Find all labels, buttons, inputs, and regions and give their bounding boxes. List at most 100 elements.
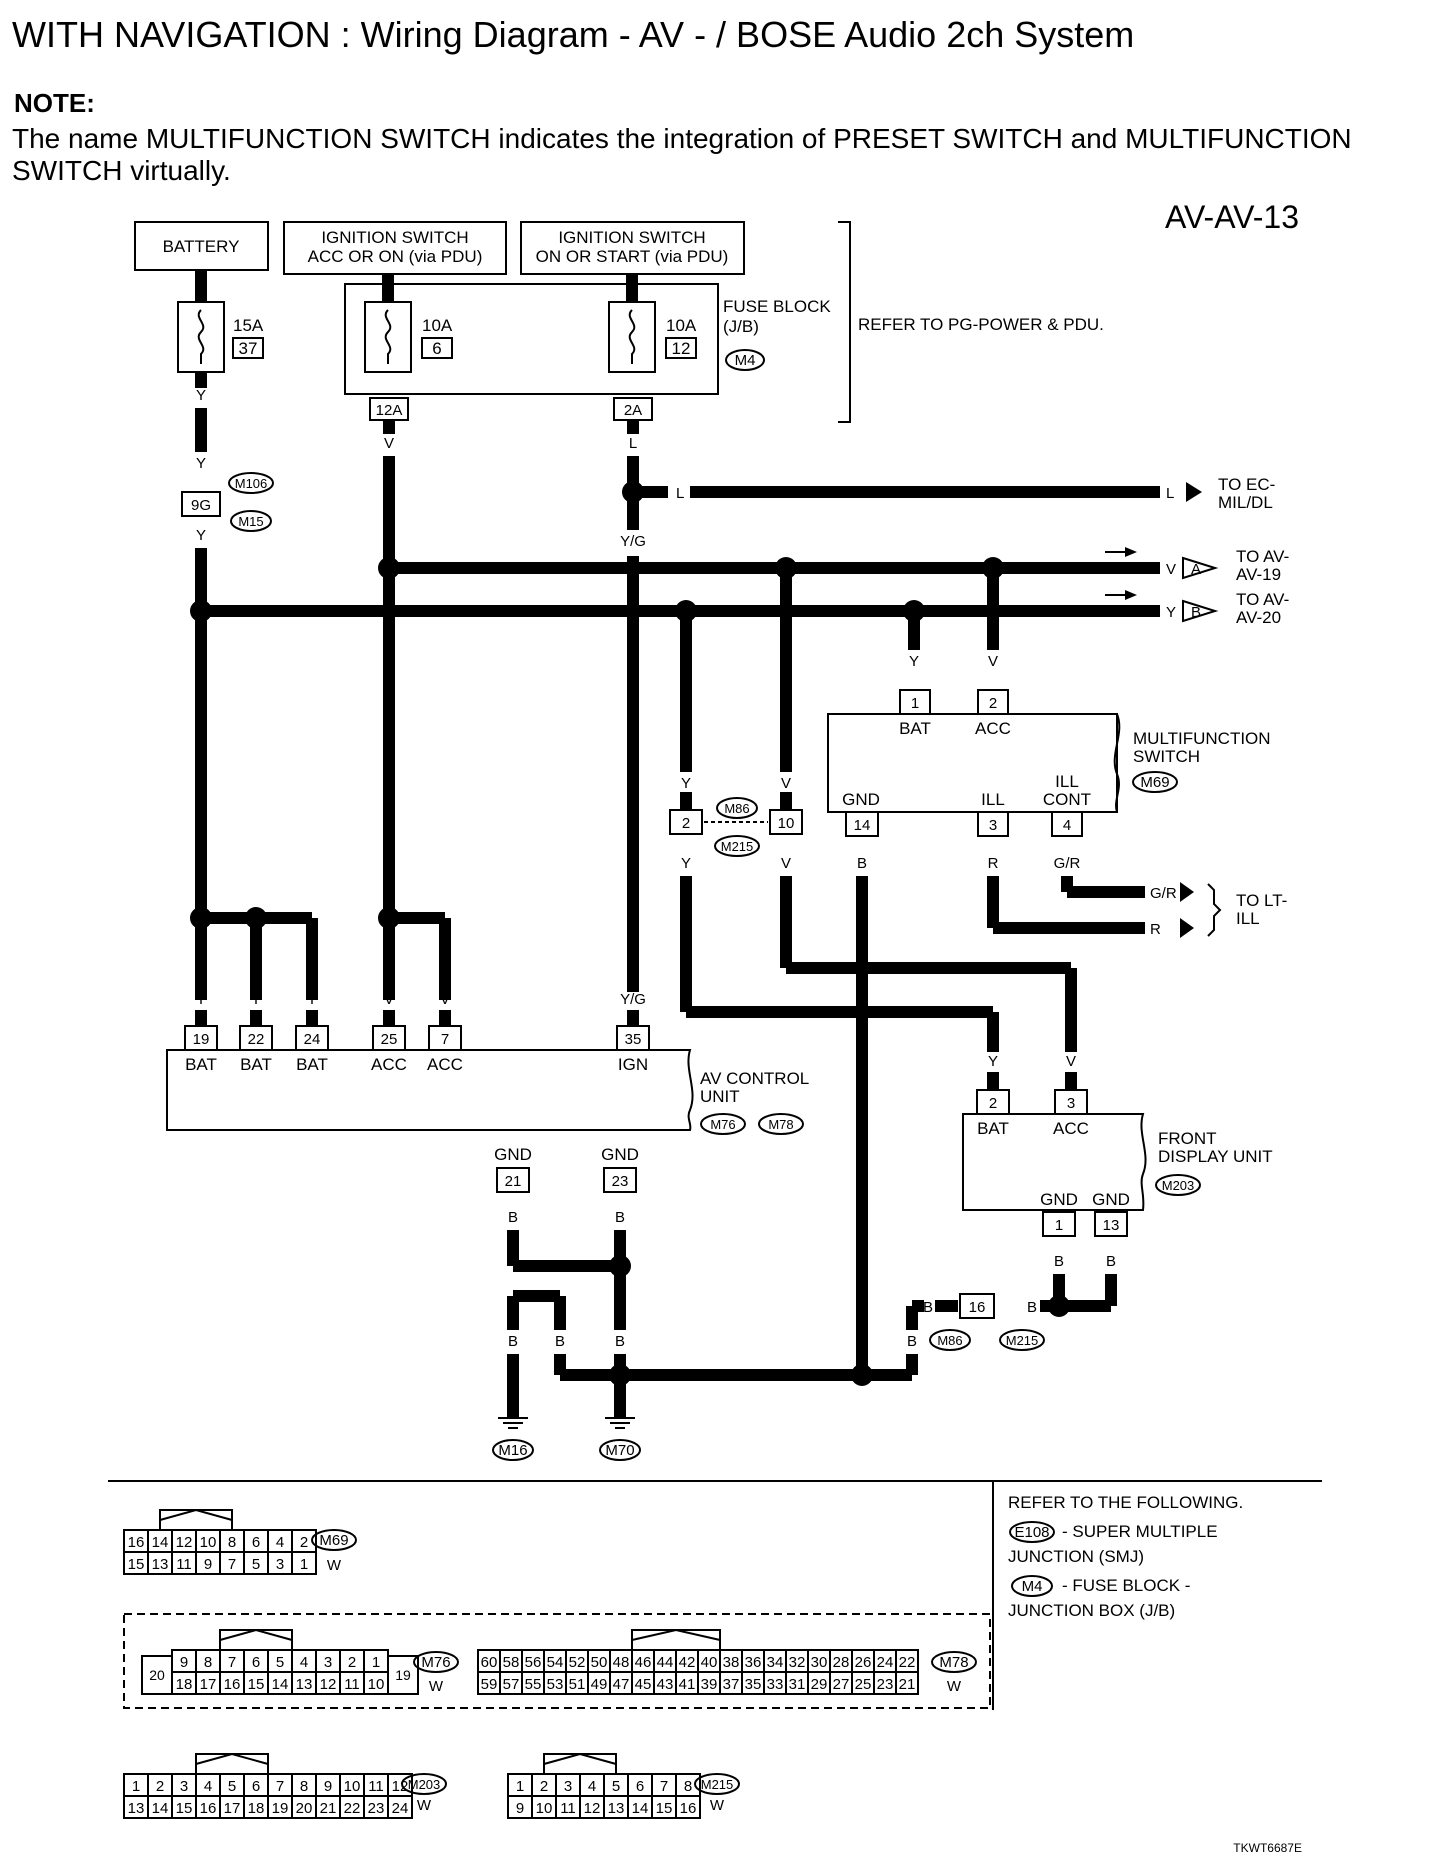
svg-text:24: 24 [304,1031,321,1048]
svg-text:Y: Y [196,991,206,1008]
connector-pin-cell: 51 [565,1671,589,1695]
svg-text:3: 3 [324,1654,332,1671]
svg-text:59: 59 [481,1676,498,1693]
connector-m215-a: M215 [721,839,754,854]
connector-pin-cell: 10 [195,1529,221,1553]
svg-text:4: 4 [204,1778,212,1795]
svg-text:55: 55 [525,1676,542,1693]
connector-view-m215-badge: M215 W [694,1773,740,1814]
ignition-start-label: IGNITION SWITCH [558,228,705,247]
svg-text:5: 5 [228,1778,236,1795]
connector-pin-cell: 59 [477,1671,501,1695]
svg-text:21: 21 [320,1800,337,1817]
connector-pin-cell: 2 [339,1649,365,1673]
svg-text:E108: E108 [1014,1524,1049,1541]
svg-text:9: 9 [180,1654,188,1671]
svg-text:W: W [947,1678,962,1695]
connector-pin-cell: 24 [873,1649,897,1673]
connector-pin-cell: 22 [339,1795,365,1819]
connector-pin-cell: 42 [675,1649,699,1673]
svg-text:41: 41 [679,1676,696,1693]
svg-text:4: 4 [300,1654,308,1671]
connector-pin-cell: 9 [315,1773,341,1797]
connector-pin-cell: 26 [851,1649,875,1673]
to-ltill-1: TO LT- [1236,891,1287,910]
svg-text:15: 15 [248,1676,265,1693]
svg-text:JUNCTION BOX (J/B): JUNCTION BOX (J/B) [1008,1601,1175,1620]
svg-text:B: B [555,1333,565,1350]
svg-text:12: 12 [320,1676,337,1693]
svg-text:14: 14 [152,1534,169,1551]
connector-pin-cell: 16 [219,1671,245,1695]
svg-text:26: 26 [855,1654,872,1671]
svg-text:3: 3 [1067,1095,1075,1112]
svg-text:M16: M16 [498,1442,527,1459]
connector-pin-cell: 15 [123,1551,149,1575]
svg-text:16: 16 [680,1800,697,1817]
svg-text:M69: M69 [319,1532,348,1549]
svg-text:Y: Y [909,653,919,670]
svg-text:19: 19 [272,1800,289,1817]
svg-text:15: 15 [176,1800,193,1817]
av-pin-24: 24 BAT [295,1010,329,1074]
svg-text:6: 6 [252,1534,260,1551]
svg-text:7: 7 [276,1778,284,1795]
ignition-acc-label: IGNITION SWITCH [321,228,468,247]
svg-text:42: 42 [679,1654,696,1671]
connector-pin-cell: 21 [895,1671,919,1695]
connector-9g: 9G [191,497,211,514]
connector-m106: M106 [235,476,268,491]
svg-text:BAT: BAT [240,1055,272,1074]
av-pin-7: 7 ACC [427,1010,463,1074]
svg-text:IGN: IGN [618,1055,648,1074]
svg-text:GND: GND [494,1145,532,1164]
svg-text:L: L [629,435,637,452]
multifunction-switch-name-1: MULTIFUNCTION [1133,729,1271,748]
mfs-pin-2: 2 ACC [975,689,1011,738]
svg-text:14: 14 [152,1800,169,1817]
svg-text:B: B [907,1333,917,1350]
footer-code: TKWT6687E [1233,1841,1302,1855]
svg-text:Y: Y [988,1053,998,1070]
connector-pin-cell: 15 [243,1671,269,1695]
connector-pin-cell: 39 [697,1671,721,1695]
svg-text:8: 8 [300,1778,308,1795]
connector-pin-cell: 32 [785,1649,809,1673]
svg-text:33: 33 [767,1676,784,1693]
connector-pin-cell: 3 [171,1773,197,1797]
svg-text:M78: M78 [939,1654,968,1671]
connector-m15: M15 [238,514,263,529]
svg-text:22: 22 [899,1654,916,1671]
svg-text:15: 15 [656,1800,673,1817]
fuse-10a-12-no: 12 [672,339,691,358]
fdu-pin-13: GND 13 [1092,1190,1130,1237]
connector-pin-cell: 6 [243,1529,269,1553]
svg-text:V: V [1066,1053,1076,1070]
svg-text:L: L [676,485,684,502]
connector-pin-cell: 10 [339,1773,365,1797]
connector-pin-cell: 13 [147,1551,173,1575]
svg-text:12: 12 [584,1800,601,1817]
connector-m215-b: M215 [1006,1333,1039,1348]
connector-pin-cell: 56 [521,1649,545,1673]
connector-pin-cell: 60 [477,1649,501,1673]
svg-text:21: 21 [505,1173,522,1190]
connector-pin-cell: 15 [171,1795,197,1819]
av-pin-22: 22 BAT [239,1010,273,1074]
svg-text:23: 23 [368,1800,385,1817]
connector-pin-cell: 45 [631,1671,655,1695]
svg-text:8: 8 [228,1534,236,1551]
connector-pin-cell: 6 [243,1649,269,1673]
connector-pin-cell: 29 [807,1671,831,1695]
svg-text:6: 6 [252,1778,260,1795]
mfs-pin-4: ILL CONT 4 [1043,772,1091,837]
svg-text:10: 10 [536,1800,553,1817]
svg-text:60: 60 [481,1654,498,1671]
svg-text:ACC: ACC [427,1055,463,1074]
fdu-pin-3: 3 ACC [1053,1072,1089,1138]
svg-text:2: 2 [156,1778,164,1795]
svg-text:REFER TO THE FOLLOWING.: REFER TO THE FOLLOWING. [1008,1493,1243,1512]
